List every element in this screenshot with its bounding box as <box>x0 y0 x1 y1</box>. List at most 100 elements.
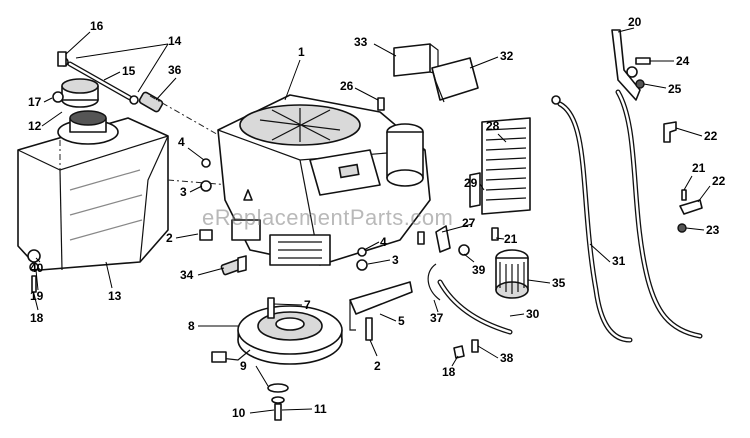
bolt <box>31 275 37 293</box>
leader-line-22a <box>675 127 703 137</box>
leader-line-35 <box>527 279 551 284</box>
callout-17: 17 <box>28 95 42 109</box>
leader-line-34 <box>197 267 225 276</box>
callout-26: 26 <box>340 79 354 93</box>
leader-line-2b <box>369 339 378 357</box>
fuel-line <box>67 61 133 101</box>
callout-13: 13 <box>108 289 122 303</box>
pto-clutch <box>211 305 343 365</box>
callout-10: 10 <box>232 406 246 420</box>
callout-24: 24 <box>676 54 690 68</box>
clutch-bolt <box>267 297 275 319</box>
callout-19: 19 <box>30 289 44 303</box>
leader-line-23 <box>685 227 705 231</box>
callout-12: 12 <box>28 119 42 133</box>
callout-2a: 2 <box>166 231 173 245</box>
callout-18a: 18 <box>30 311 44 325</box>
callout-28: 28 <box>486 119 500 133</box>
leader-line-14 <box>75 43 169 59</box>
callout-3a: 3 <box>180 185 187 199</box>
leader-line-7 <box>273 303 303 306</box>
fuel-cap <box>61 78 99 108</box>
callout-3b: 3 <box>392 253 399 267</box>
leader-line-14 <box>137 43 169 93</box>
callout-21b: 21 <box>692 161 706 175</box>
paper-element <box>431 57 479 103</box>
leader-line-25 <box>643 83 667 89</box>
leader-line-1 <box>284 59 301 101</box>
callout-39: 39 <box>472 263 486 277</box>
leader-line-32 <box>469 56 499 69</box>
fuel-tank-neck <box>57 110 119 145</box>
leader-line-21a <box>495 237 505 240</box>
callout-30: 30 <box>526 307 540 321</box>
callout-31: 31 <box>612 254 626 268</box>
cable-clamp <box>663 121 703 215</box>
callout-14: 14 <box>168 34 182 48</box>
leader-line-13 <box>105 261 113 289</box>
tank-strap-dashes <box>59 95 237 186</box>
callout-1: 1 <box>298 45 305 59</box>
callout-20: 20 <box>628 15 642 29</box>
callout-16: 16 <box>90 19 104 33</box>
leader-line-38 <box>477 345 499 359</box>
callout-18b: 18 <box>442 365 456 379</box>
callout-40: 40 <box>30 261 44 275</box>
callout-21a: 21 <box>504 232 518 246</box>
callout-8: 8 <box>188 319 195 333</box>
clutch-washers <box>267 383 289 421</box>
choke-cable <box>615 89 703 339</box>
callout-2b: 2 <box>374 359 381 373</box>
engine-bolts <box>199 158 368 271</box>
fuel-valve <box>57 51 67 67</box>
leader-line-16 <box>65 31 91 55</box>
callout-15: 15 <box>122 64 136 78</box>
foam-element <box>393 43 439 77</box>
callout-5: 5 <box>398 314 405 328</box>
leader-line-9 <box>255 365 269 387</box>
leader-line-10 <box>249 409 275 414</box>
leader-line-5 <box>379 313 397 322</box>
leader-line-15 <box>103 71 121 81</box>
callout-33: 33 <box>354 35 368 49</box>
leader-line-33 <box>373 43 397 57</box>
callout-9: 9 <box>240 359 247 373</box>
air-cleaner-cover <box>386 123 424 187</box>
callout-4b: 4 <box>380 235 387 249</box>
leader-line-4a <box>187 147 205 161</box>
oil-dipstick-tube <box>427 263 513 335</box>
leader-line-26 <box>354 87 379 101</box>
oil-drain <box>220 255 247 276</box>
callout-38: 38 <box>500 351 514 365</box>
engine-bracket <box>349 281 413 341</box>
callout-25: 25 <box>668 82 682 96</box>
leader-line-18a <box>33 293 39 311</box>
leader-line-28 <box>497 133 507 143</box>
muffler-shield <box>481 117 531 215</box>
leader-line-19 <box>35 269 39 291</box>
leader-line-31 <box>589 243 611 263</box>
leader-line-11 <box>281 408 313 411</box>
fuel-filter <box>138 91 164 113</box>
throttle-cable <box>551 95 633 343</box>
callout-11: 11 <box>314 402 327 416</box>
callout-32: 32 <box>500 49 514 63</box>
leader-line-21b <box>683 175 693 191</box>
screw <box>377 97 499 245</box>
leader-line-4b <box>363 241 380 251</box>
leader-line-2a <box>175 233 199 239</box>
leader-line-39 <box>463 253 475 263</box>
callout-4a: 4 <box>178 135 185 149</box>
callout-35: 35 <box>552 276 566 290</box>
leader-line-3b <box>367 259 391 265</box>
gasket <box>469 172 481 208</box>
breather-fitting <box>435 225 470 256</box>
leader-line-30 <box>509 313 525 317</box>
callout-29: 29 <box>464 176 478 190</box>
callout-22b: 22 <box>712 174 726 188</box>
callout-27: 27 <box>462 216 476 230</box>
leader-line-20 <box>617 27 635 33</box>
callout-37: 37 <box>430 311 444 325</box>
